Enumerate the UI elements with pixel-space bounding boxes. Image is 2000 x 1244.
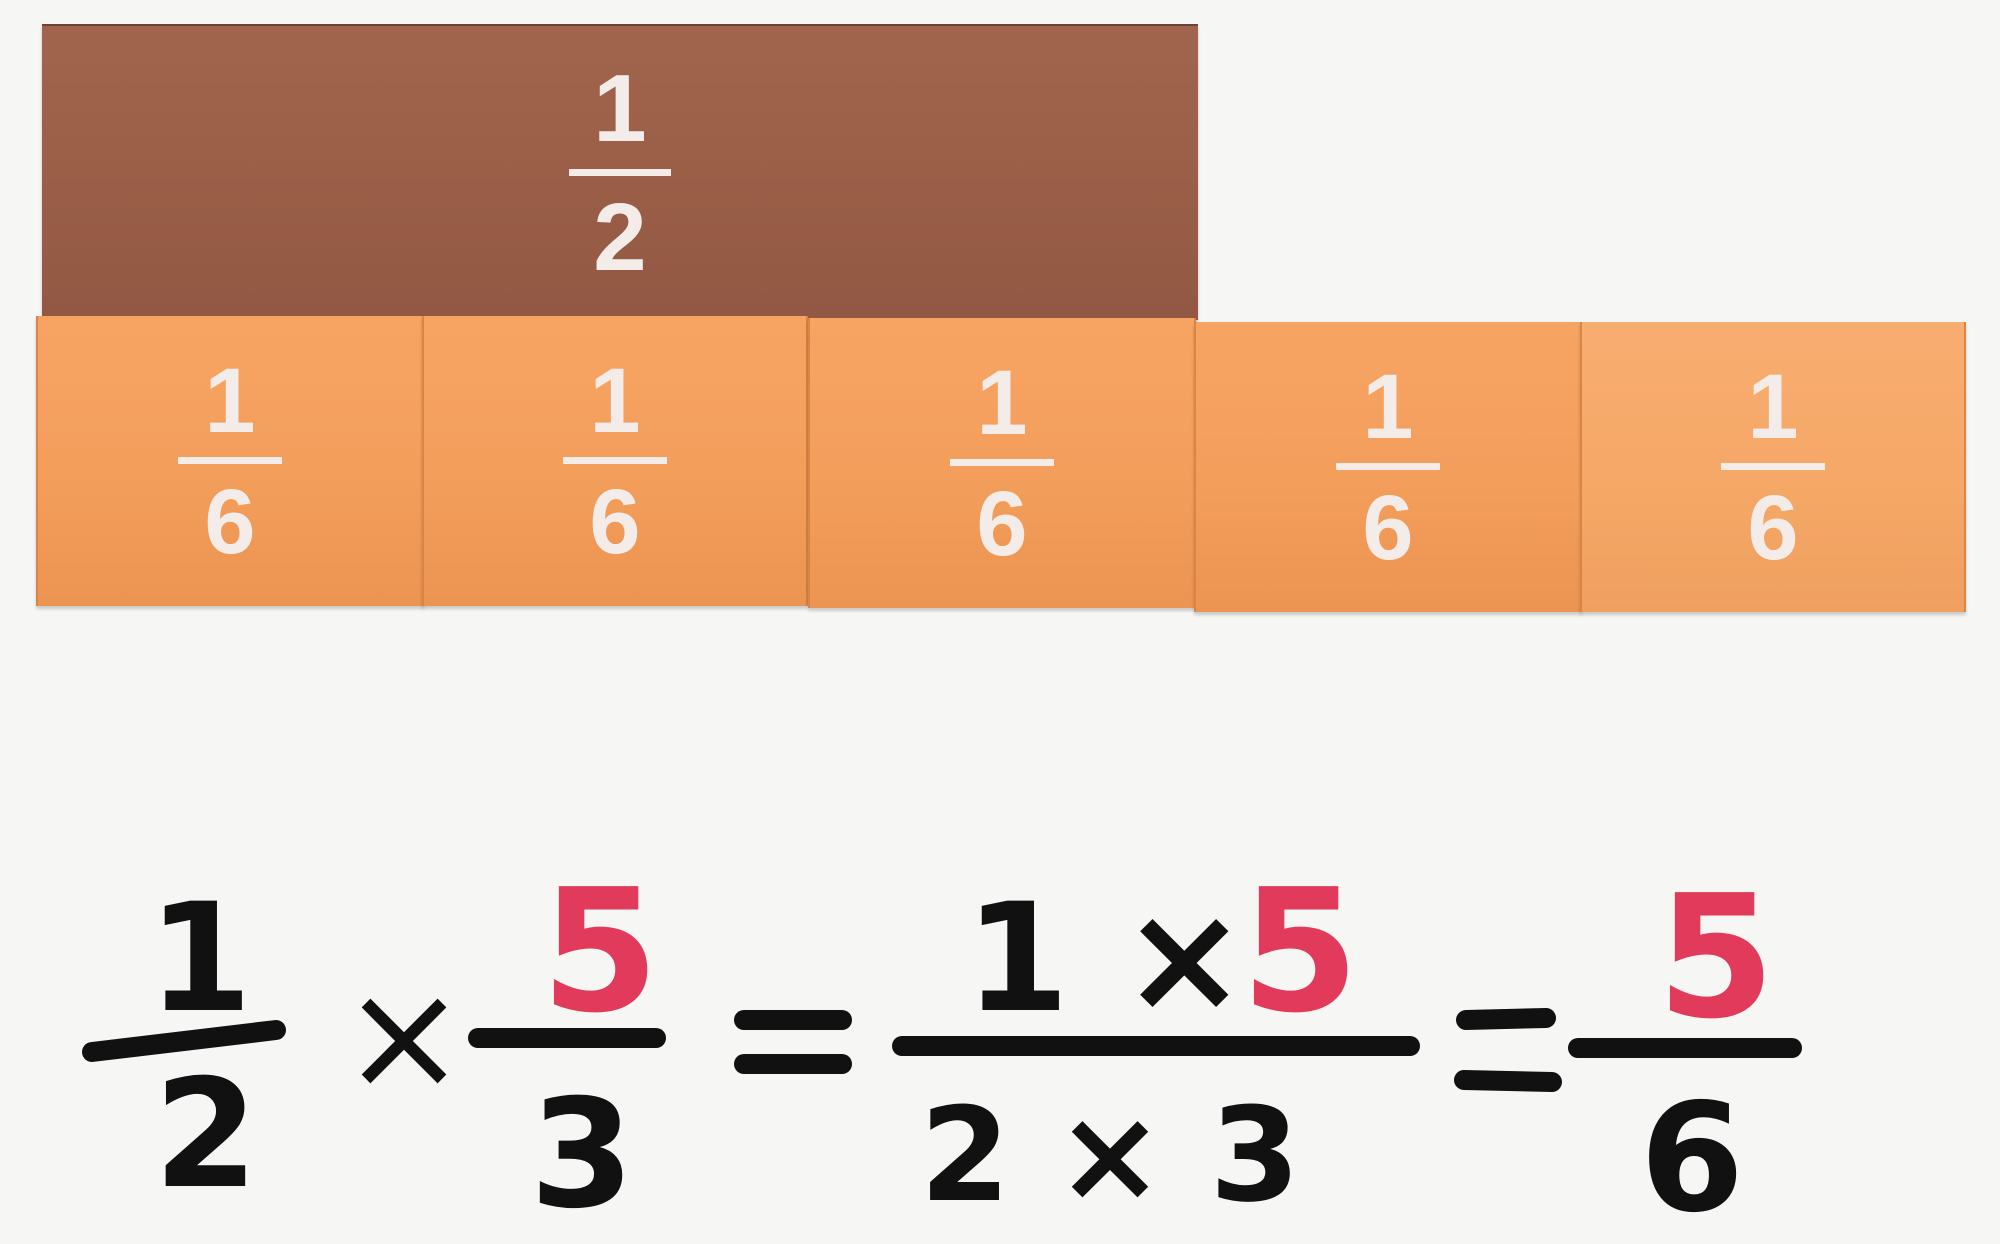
tile-fraction: 1 6: [950, 357, 1054, 570]
tile-denominator: 6: [976, 472, 1028, 575]
tile-fraction: 1 6: [1721, 361, 1825, 574]
tile-fraction: 1 6: [178, 355, 282, 568]
fraction-bar: [569, 168, 671, 176]
fraction-tile-sixth: 1 6: [422, 316, 808, 606]
term2-denominator: 3: [530, 1068, 634, 1242]
fraction-bar-term1: [82, 1020, 286, 1062]
tile-fraction: 1 6: [1336, 361, 1440, 574]
tile-fraction: 1 2: [569, 54, 671, 291]
result-denominator: 6: [1640, 1072, 1744, 1244]
tile-numerator: 1: [1747, 355, 1799, 458]
fraction-bar: [1721, 462, 1825, 470]
tile-numerator: 1: [589, 349, 641, 452]
handwritten-equation: 1 2 × 3 2 × 3 1 × 6 5 5 5: [0, 820, 2000, 1244]
tile-numerator: 1: [976, 351, 1028, 454]
equals-line-top: [1456, 1008, 1556, 1030]
tile-denominator: 6: [204, 470, 256, 573]
times-sign: ×: [341, 950, 467, 1124]
product-denominator: 2 × 3: [920, 1079, 1300, 1231]
result-numerator: 5: [1657, 859, 1775, 1057]
fraction-bar: [563, 456, 667, 464]
fraction-tile-sixth: 1 6: [36, 316, 424, 606]
term1-denominator: 2: [154, 1048, 258, 1222]
tile-denominator: 2: [593, 183, 647, 291]
fraction-tile-sixth: 1 6: [1580, 322, 1966, 612]
fraction-bar: [178, 456, 282, 464]
term2-numerator: 5: [541, 853, 659, 1051]
fraction-bar: [1336, 462, 1440, 470]
fraction-tile-sixth: 1 6: [808, 318, 1196, 608]
equals-line-bottom: [1454, 1070, 1562, 1092]
fraction-tile-sixth: 1 6: [1194, 322, 1582, 612]
tile-numerator: 1: [204, 349, 256, 452]
term1-numerator: 1: [148, 872, 252, 1046]
equation-drawing: 1 2 × 3 2 × 3 1 × 6 5 5 5: [82, 853, 1802, 1244]
tile-numerator: 1: [1362, 355, 1414, 458]
tile-denominator: 6: [1747, 476, 1799, 579]
tile-denominator: 6: [1362, 476, 1414, 579]
tile-numerator: 1: [593, 54, 647, 162]
fraction-tile-half: 1 2: [42, 24, 1198, 320]
product-numerator-left: 1 ×: [965, 872, 1247, 1046]
tile-fraction: 1 6: [563, 355, 667, 568]
fraction-bar: [950, 458, 1054, 466]
tile-denominator: 6: [589, 470, 641, 573]
product-numerator-right: 5: [1241, 853, 1359, 1051]
